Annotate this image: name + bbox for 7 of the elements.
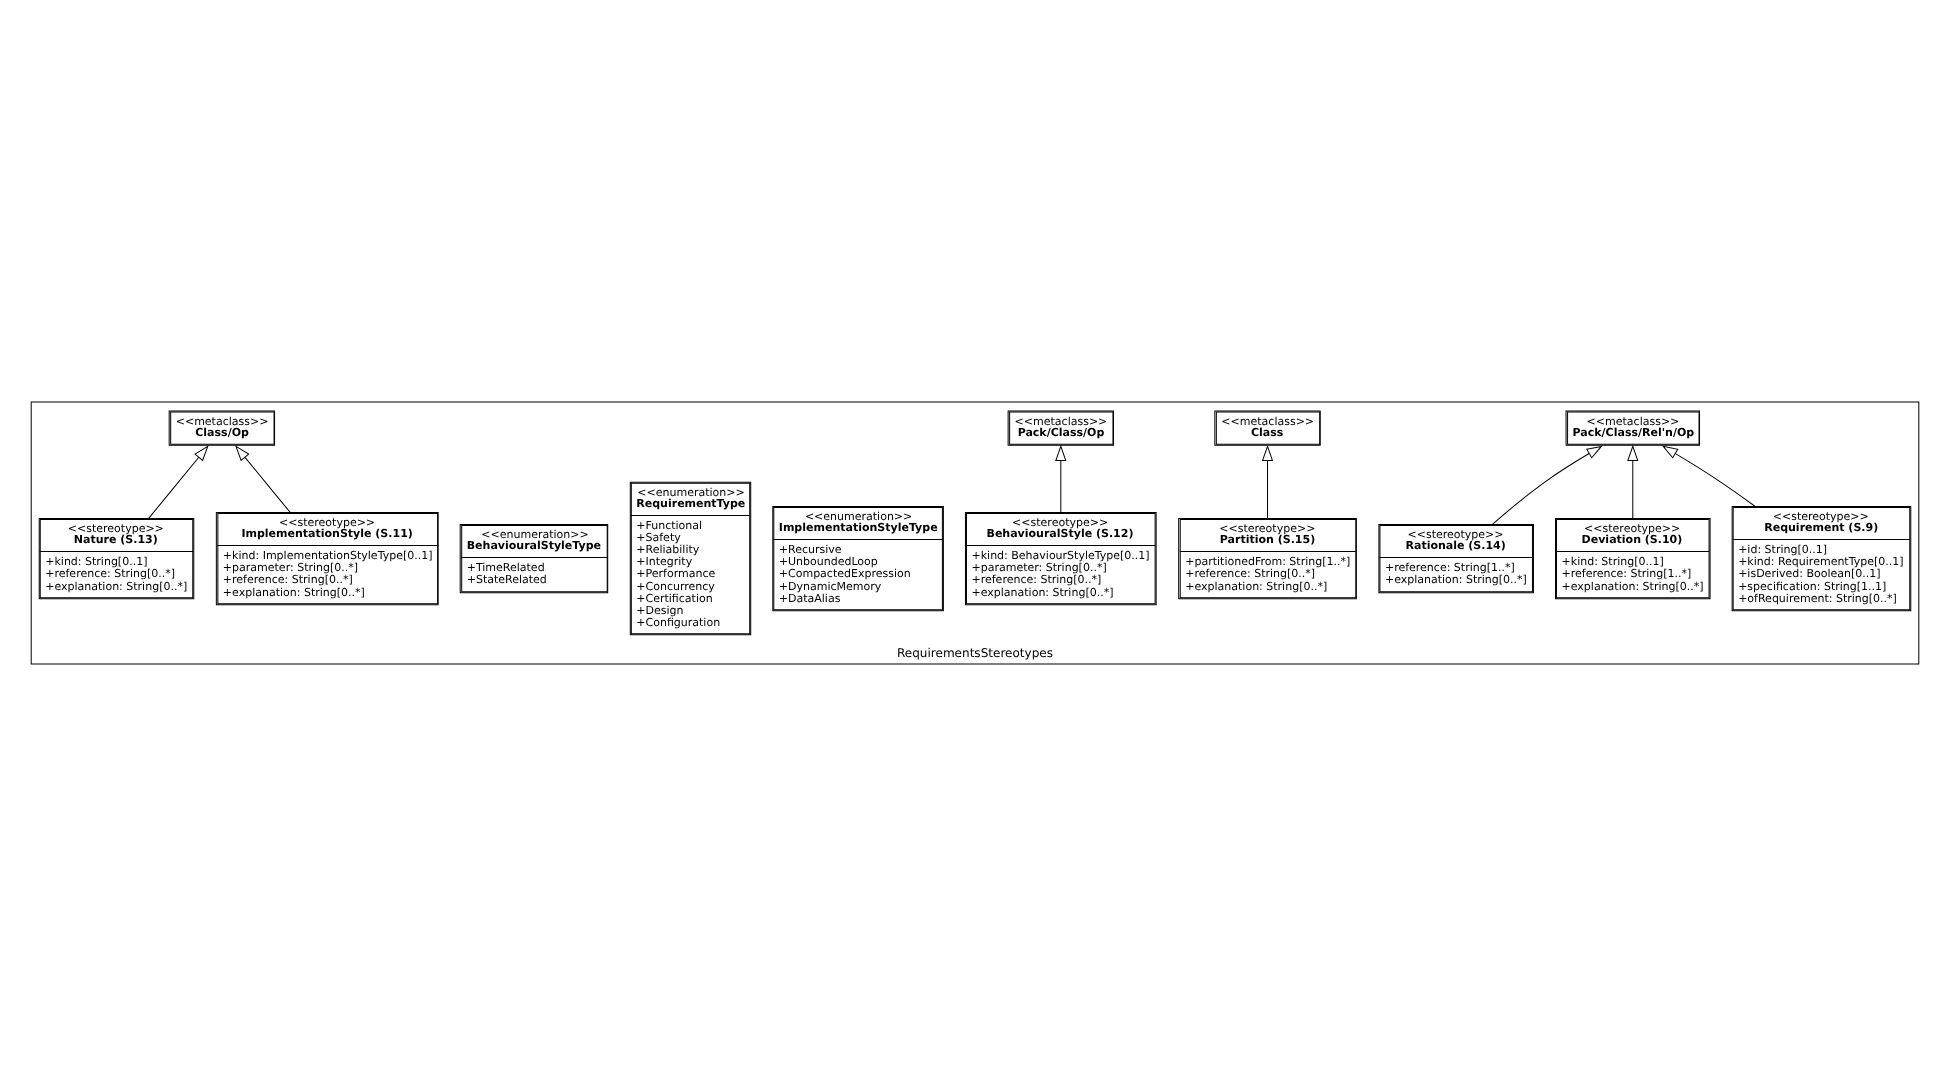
arrow — [1054, 445, 1066, 513]
arrow — [1626, 445, 1638, 519]
arrow — [234, 445, 290, 513]
arrow — [1490, 445, 1601, 525]
arrow — [1661, 445, 1755, 507]
arrow — [1261, 445, 1272, 519]
arrow — [147, 445, 208, 519]
